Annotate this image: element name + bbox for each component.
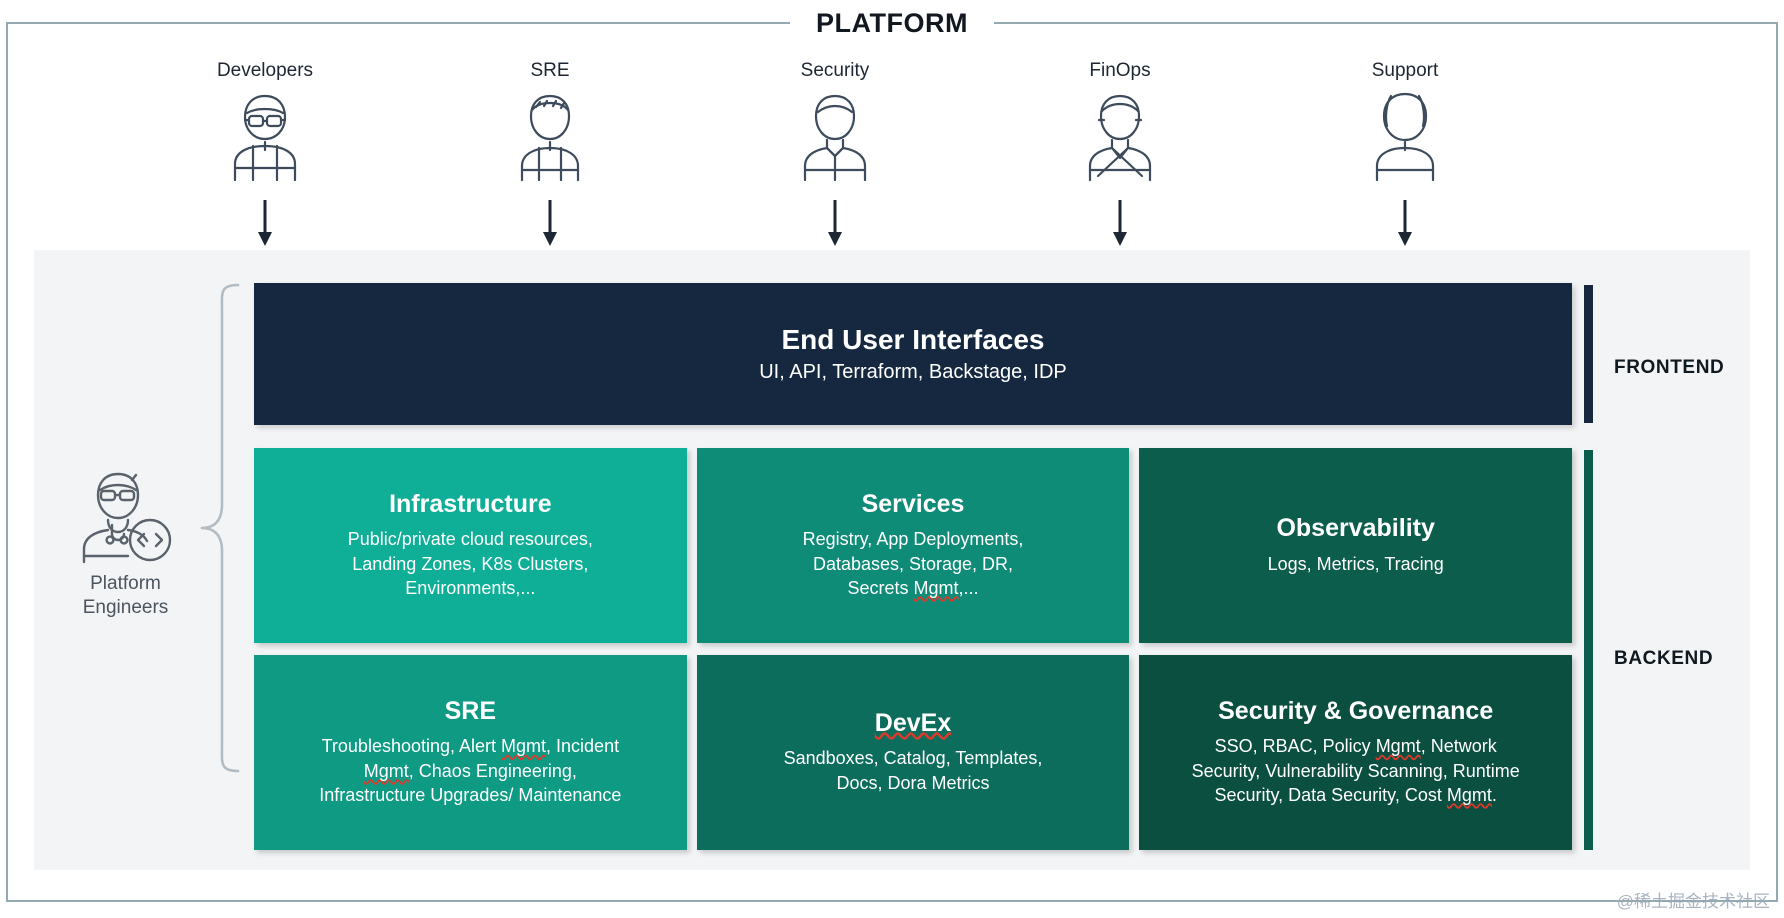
- card-title: DevEx: [874, 708, 952, 737]
- arrow-down-icon: [1113, 200, 1127, 246]
- persona-security: Security: [740, 60, 930, 240]
- person-business-icon: [1088, 94, 1152, 182]
- arrow-down-icon: [1398, 200, 1412, 246]
- card-subtitle-line: Troubleshooting, Alert Mgmt, Incident: [321, 736, 620, 757]
- backend-row-2: SRE Troubleshooting, Alert Mgmt, Inciden…: [254, 655, 1573, 850]
- watermark: @稀土掘金技术社区: [1616, 892, 1770, 911]
- page-title: PLATFORM: [790, 0, 994, 46]
- card-subtitle-line: Logs, Metrics, Tracing: [1267, 553, 1444, 574]
- card-subtitle-line: Environments,...: [405, 577, 536, 598]
- card-subtitle: Logs, Metrics, Tracing: [1268, 552, 1444, 576]
- card-subtitle-line: Secrets Mgmt,...: [847, 577, 979, 598]
- platform-title-container: PLATFORM: [0, 0, 1784, 46]
- card-end-user-interfaces[interactable]: End User Interfaces UI, API, Terraform, …: [254, 283, 1572, 425]
- platform-engineers-label-line1: Platform: [90, 573, 161, 594]
- card-services[interactable]: Services Registry, App Deployments, Data…: [696, 448, 1130, 643]
- arrow-down-icon: [828, 200, 842, 246]
- card-subtitle: Sandboxes, Catalog, Templates, Docs, Dor…: [784, 746, 1043, 795]
- card-observability[interactable]: Observability Logs, Metrics, Tracing: [1139, 448, 1573, 643]
- frontend-marker-bar: [1584, 285, 1593, 423]
- card-title: End User Interfaces: [781, 324, 1045, 355]
- card-title: Observability: [1276, 514, 1435, 543]
- arrow-down-icon: [543, 200, 557, 246]
- arrow-down-icon: [258, 200, 272, 246]
- persona-label: FinOps: [1089, 60, 1151, 81]
- person-short-hair-icon: [520, 94, 580, 182]
- persona-developers: Developers: [170, 60, 360, 240]
- arrow-cell: [455, 200, 645, 260]
- platform-card-stack: End User Interfaces UI, API, Terraform, …: [254, 283, 1573, 853]
- persona-row: Developers SRE: [170, 60, 1500, 240]
- arrow-cell: [1025, 200, 1215, 260]
- card-devex[interactable]: DevEx Sandboxes, Catalog, Templates, Doc…: [696, 655, 1130, 850]
- card-title: SRE: [444, 696, 497, 725]
- card-security-governance[interactable]: Security & Governance SSO, RBAC, Policy …: [1139, 655, 1573, 850]
- card-subtitle: Registry, App Deployments, Databases, St…: [803, 527, 1024, 600]
- platform-engineers-label: Platform Engineers: [83, 572, 169, 620]
- person-suit-icon: [803, 94, 867, 182]
- backend-row-1: Infrastructure Public/private cloud reso…: [254, 448, 1573, 643]
- backend-marker-bar: [1584, 450, 1593, 850]
- card-subtitle-line: Public/private cloud resources,: [347, 529, 593, 550]
- card-subtitle: UI, API, Terraform, Backstage, IDP: [759, 361, 1067, 383]
- arrow-cell: [740, 200, 930, 260]
- person-glasses-icon: [233, 94, 297, 182]
- card-subtitle: Troubleshooting, Alert Mgmt, Incident Mg…: [319, 734, 621, 807]
- arrow-cell: [1310, 200, 1500, 260]
- person-headset-icon: [1375, 92, 1435, 182]
- card-subtitle-line: Sandboxes, Catalog, Templates,: [783, 748, 1043, 769]
- card-subtitle-line: Security, Data Security, Cost Mgmt.: [1214, 784, 1497, 805]
- card-sre[interactable]: SRE Troubleshooting, Alert Mgmt, Inciden…: [254, 655, 687, 850]
- arrow-cell: [170, 200, 360, 260]
- card-subtitle-line: Security, Vulnerability Scanning, Runtim…: [1191, 760, 1520, 781]
- persona-arrow-row: [170, 200, 1500, 260]
- platform-engineers-label-line2: Engineers: [82, 596, 169, 618]
- persona-support: Support: [1310, 60, 1500, 240]
- card-subtitle: Public/private cloud resources, Landing …: [348, 527, 593, 600]
- engineer-code-icon: [82, 472, 171, 564]
- persona-label: SRE: [530, 60, 570, 81]
- persona-finops: FinOps: [1025, 60, 1215, 240]
- backend-label: BACKEND: [1614, 648, 1714, 669]
- card-subtitle-line: Infrastructure Upgrades/ Maintenance: [319, 784, 622, 805]
- card-title: Infrastructure: [389, 489, 552, 518]
- card-subtitle-line: SSO, RBAC, Policy Mgmt, Network: [1214, 736, 1497, 757]
- curly-brace-icon: [200, 283, 240, 773]
- persona-label: Developers: [216, 60, 314, 81]
- platform-engineers-block: Platform Engineers: [48, 470, 203, 620]
- persona-label: Support: [1371, 60, 1439, 81]
- card-subtitle-line: Docs, Dora Metrics: [836, 772, 990, 793]
- card-subtitle: SSO, RBAC, Policy Mgmt, Network Security…: [1192, 734, 1520, 807]
- card-subtitle-line: Databases, Storage, DR,: [812, 553, 1014, 574]
- frontend-label: FRONTEND: [1614, 357, 1725, 378]
- card-title: Security & Governance: [1218, 696, 1494, 725]
- card-subtitle-line: Registry, App Deployments,: [802, 529, 1024, 550]
- card-subtitle-line: Mgmt, Chaos Engineering,: [363, 760, 577, 781]
- card-title: Services: [861, 489, 965, 518]
- persona-sre: SRE: [455, 60, 645, 240]
- card-infrastructure[interactable]: Infrastructure Public/private cloud reso…: [254, 448, 687, 643]
- card-subtitle-line: Landing Zones, K8s Clusters,: [352, 553, 589, 574]
- persona-label: Security: [800, 60, 870, 81]
